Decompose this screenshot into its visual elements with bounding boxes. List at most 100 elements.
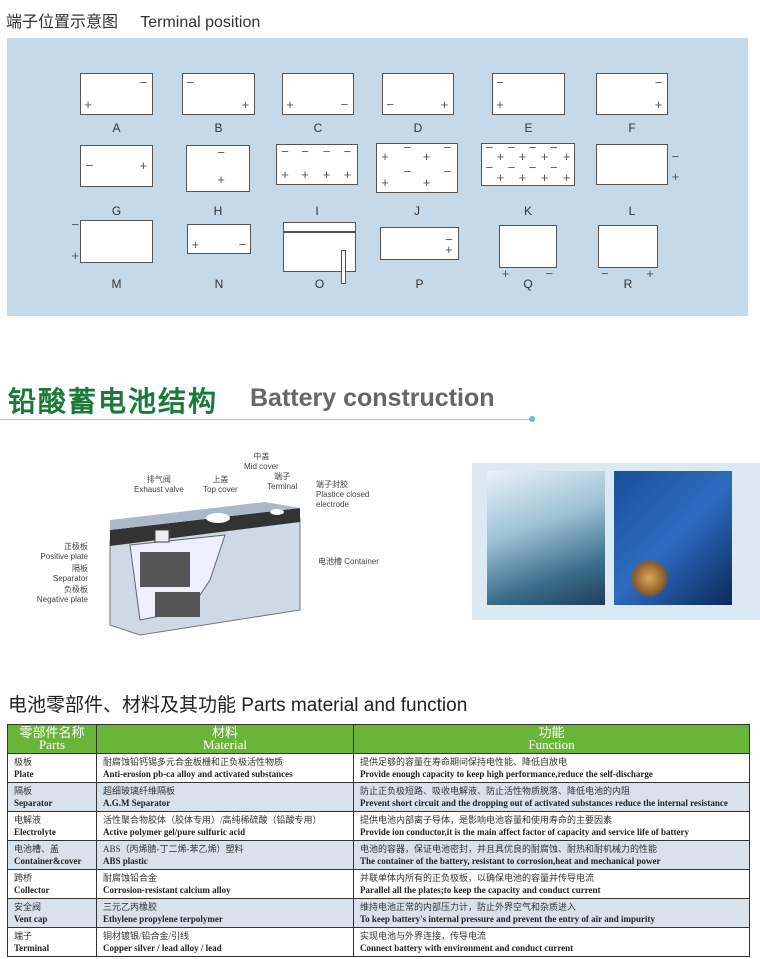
positive-terminal-icon: + bbox=[562, 169, 571, 185]
part-cn: 极板 bbox=[14, 757, 33, 767]
positive-terminal-icon: + bbox=[422, 175, 431, 191]
header-cn: 材料 bbox=[211, 725, 238, 740]
negative-terminal-icon: − bbox=[71, 217, 80, 233]
header-cn: 功能 bbox=[538, 725, 565, 740]
parts-section-title: 电池零部件、材料及其功能 Parts material and function bbox=[8, 695, 468, 716]
terminal-layout-label: M bbox=[111, 277, 122, 291]
positive-terminal-icon: + bbox=[241, 97, 250, 113]
terminal-layout-R: −+ bbox=[598, 225, 658, 280]
terminal-layout-G: −+ bbox=[80, 145, 153, 187]
cell-part: 极板 Plate bbox=[7, 753, 97, 783]
mat-cn: 活性聚合物胶体（胶体专用）/高纯稀硫酸（铅酸专用） bbox=[103, 815, 322, 825]
part-en: Plate bbox=[14, 769, 34, 779]
satellite-dish-photo bbox=[487, 471, 605, 605]
part-en: Collector bbox=[14, 885, 50, 895]
space-station-photo bbox=[614, 471, 732, 605]
mat-en: ABS plastic bbox=[103, 856, 148, 866]
positive-terminal-icon: + bbox=[301, 167, 309, 183]
positive-terminal-icon: + bbox=[217, 171, 225, 187]
cell-mat: 活性聚合物胶体（胶体专用）/高纯稀硫酸（铅酸专用）Active polymer … bbox=[96, 811, 354, 841]
positive-terminal-icon: + bbox=[139, 158, 148, 173]
positive-terminal-icon: + bbox=[518, 149, 527, 165]
positive-terminal-icon: + bbox=[381, 149, 389, 165]
divider bbox=[0, 419, 532, 420]
negative-terminal-icon: − bbox=[443, 163, 452, 179]
terminal-layout-K: −−−−++++−−−−++++ bbox=[481, 140, 575, 186]
callout-en: Positive plate bbox=[40, 552, 88, 561]
mat-en: Copper silver / lead alloy / lead bbox=[103, 943, 222, 953]
cell-mat: 耐腐蚀铅合金 Corrosion-resistant calcium alloy bbox=[96, 869, 354, 899]
negative-terminal-icon: − bbox=[496, 74, 504, 90]
negative-terminal-icon: − bbox=[485, 159, 494, 175]
negative-terminal-icon: − bbox=[186, 74, 194, 90]
positive-terminal-icon: + bbox=[518, 169, 527, 185]
fn-cn: 提供电池内部离子导体，是影响电池容量和使用寿命的主要因素 bbox=[360, 815, 613, 825]
fn-en: Parallel all the plates;to keep the capa… bbox=[360, 885, 601, 895]
mat-en: Corrosion-resistant calcium alloy bbox=[103, 885, 231, 895]
negative-terminal-icon: − bbox=[528, 140, 537, 156]
divider-dot bbox=[529, 416, 535, 422]
part-cn: 端子 bbox=[14, 931, 33, 941]
terminal-layout-Q: +− bbox=[499, 225, 557, 280]
part-cn: 跨桥 bbox=[14, 873, 33, 883]
negative-terminal-icon: − bbox=[507, 159, 516, 175]
negative-terminal-icon: − bbox=[601, 266, 609, 282]
mat-cn: 耐腐蚀铅合金 bbox=[103, 873, 158, 883]
positive-terminal-icon: + bbox=[540, 169, 549, 185]
positive-terminal-icon: + bbox=[191, 237, 200, 253]
negative-terminal-icon: − bbox=[238, 237, 247, 253]
positive-terminal-icon: + bbox=[422, 149, 431, 165]
mat-en: Anti-erosion pb-ca alloy and activated s… bbox=[103, 769, 293, 779]
fn-en: The container of the battery, resistant … bbox=[360, 856, 661, 866]
fn-en: To keep battery's internal pressure and … bbox=[360, 914, 656, 924]
positive-terminal-icon: + bbox=[286, 97, 294, 113]
negative-terminal-icon: − bbox=[671, 148, 680, 164]
terminal-layout-label: F bbox=[628, 121, 636, 135]
fn-en: Provide enough capacity to keep high per… bbox=[360, 769, 653, 779]
fn-cn: 提供足够的容量在寿命期间保持电性能、降低自放电 bbox=[360, 757, 568, 767]
negative-terminal-icon: − bbox=[444, 231, 453, 247]
positive-terminal-icon: + bbox=[444, 242, 453, 258]
mat-cn: 三元乙丙橡胶 bbox=[103, 902, 158, 912]
mat-cn: 超细玻璃纤维隔板 bbox=[103, 786, 176, 796]
negative-terminal-icon: − bbox=[403, 139, 412, 155]
fn-en: Provide ion conductor,it is the main aff… bbox=[360, 827, 690, 837]
terminal-layout-B: −+ bbox=[182, 73, 255, 115]
cell-mat: 三元乙丙橡胶 Ethylene propylene terpolymer bbox=[96, 898, 354, 928]
callout-en: Top cover bbox=[203, 485, 238, 494]
terminal-layout-label: N bbox=[214, 277, 224, 291]
mat-en: Ethylene propylene terpolymer bbox=[103, 914, 223, 924]
callout-cn: 隔板 bbox=[72, 564, 88, 573]
negative-terminal-icon: − bbox=[443, 139, 452, 155]
terminal-layout-label: O bbox=[314, 277, 325, 291]
callout-en: Terminal bbox=[267, 482, 298, 491]
negative-terminal-icon: − bbox=[545, 266, 554, 282]
part-en: Separator bbox=[14, 798, 53, 808]
terminal-layout-H: −+ bbox=[186, 145, 250, 192]
battery-cutaway-illustration bbox=[109, 502, 301, 636]
callout-container: 电池槽 Container bbox=[318, 557, 379, 566]
callout-cn: 端子封胶 bbox=[316, 480, 348, 489]
negative-terminal-icon: − bbox=[343, 144, 352, 160]
cell-fn: 提供电池内部离子导体，是影响电池容量和使用寿命的主要因素 Provide ion … bbox=[353, 811, 750, 841]
terminal-layout-P: −+ bbox=[380, 227, 459, 260]
fn-cn: 维持电池正常的内部压力计，防止外界空气和杂质进入 bbox=[360, 902, 577, 912]
header-en: Material bbox=[202, 737, 248, 752]
terminal-layout-D: −+ bbox=[382, 73, 454, 115]
negative-terminal-icon: − bbox=[217, 144, 225, 160]
terminal-layout-J: −−++−−++ bbox=[376, 139, 458, 193]
